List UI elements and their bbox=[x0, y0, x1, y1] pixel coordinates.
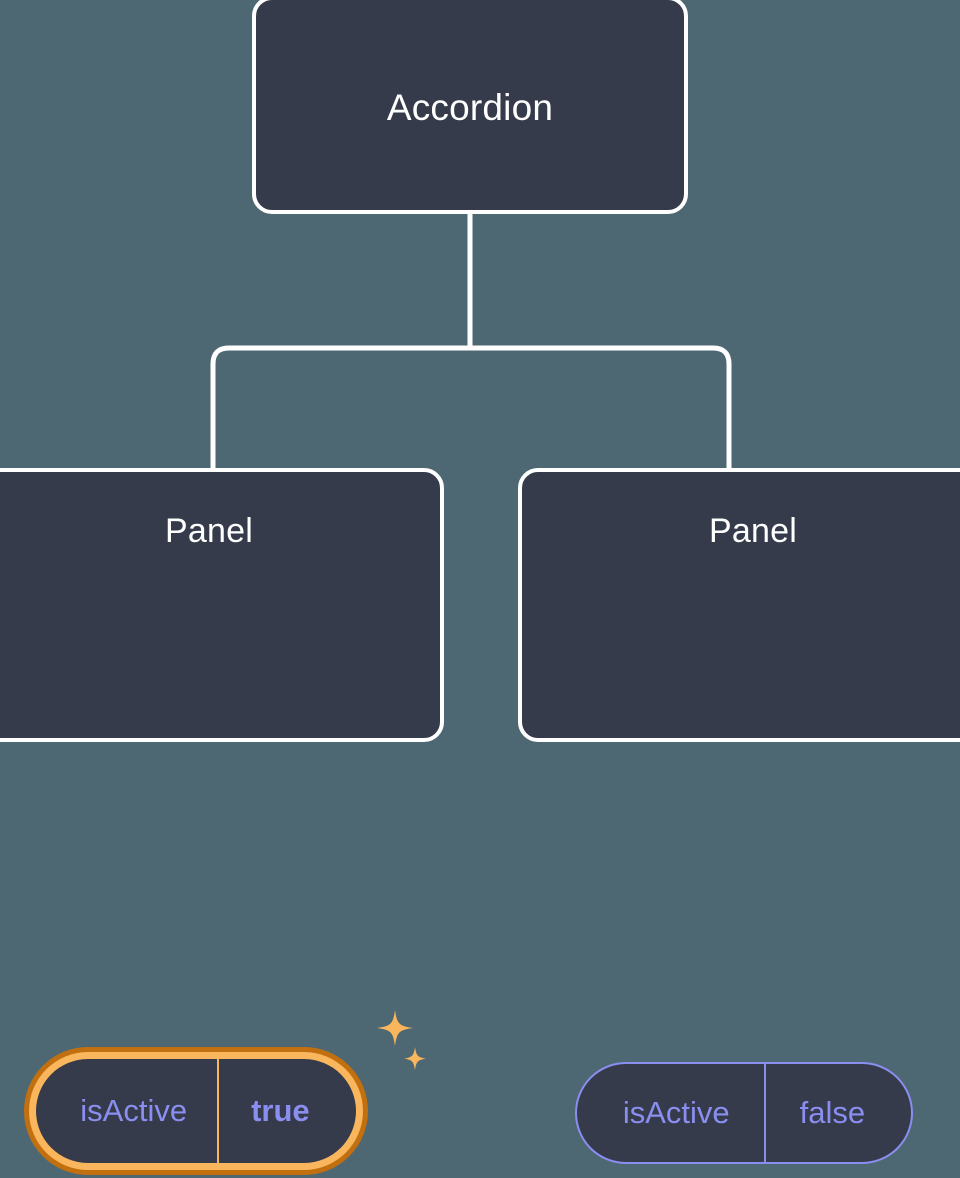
highlight-ring-outer: isActive true bbox=[24, 1047, 368, 1175]
node-panel-right[interactable]: Panel isActive false bbox=[518, 468, 960, 1164]
prop-pill-is-active[interactable]: isActive true bbox=[36, 1059, 356, 1163]
highlight-ring-inner: isActive true bbox=[29, 1052, 363, 1170]
prop-value-is-active: true bbox=[217, 1059, 356, 1163]
prop-key-is-active: isActive bbox=[80, 1093, 188, 1128]
sparkle-four-point-icon bbox=[377, 1010, 413, 1046]
prop-pill-active-wrap: isActive true bbox=[11, 1044, 381, 1178]
node-panel-left[interactable]: Panel isActive true bbox=[0, 468, 444, 1175]
sparkle-four-point-small-icon bbox=[404, 1047, 426, 1071]
node-accordion-label: Accordion bbox=[386, 87, 554, 128]
prop-pill-inactive-wrap: isActive false bbox=[559, 1062, 929, 1164]
prop-pill-is-active-false[interactable]: isActive false bbox=[574, 1062, 914, 1164]
prop-key-is-active-2: isActive bbox=[622, 1095, 730, 1130]
sparkle-group bbox=[377, 1010, 426, 1071]
node-accordion[interactable]: Accordion bbox=[252, 0, 688, 214]
node-panel-right-label: Panel bbox=[709, 512, 797, 550]
edge-branch-bar bbox=[210, 345, 732, 470]
node-panel-left-label: Panel bbox=[165, 512, 253, 550]
prop-value-is-active-2: false bbox=[763, 1064, 911, 1162]
